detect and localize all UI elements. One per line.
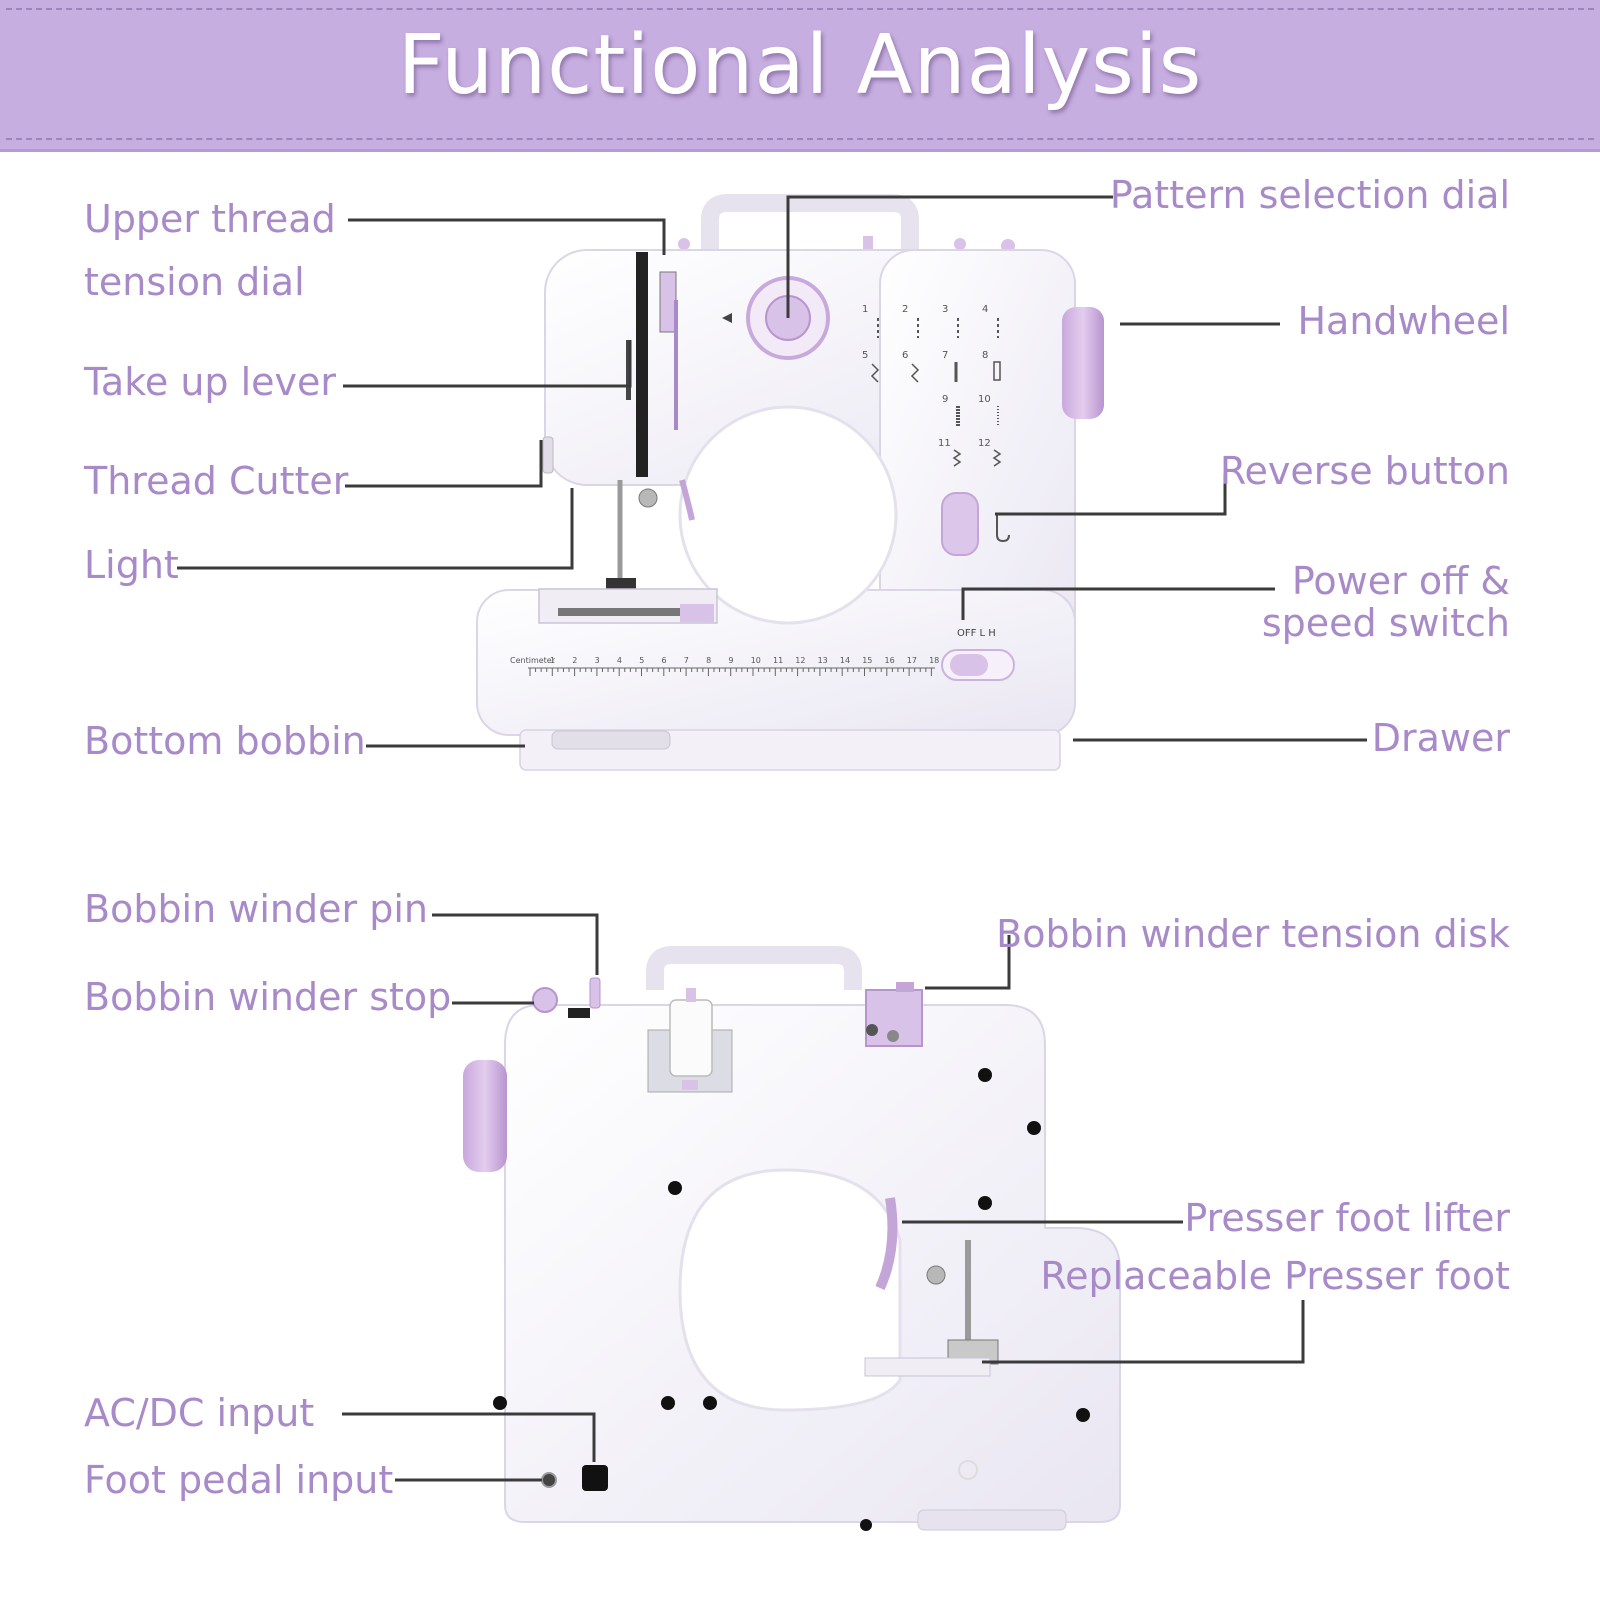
- ruler-number: 1: [550, 656, 555, 665]
- label-foot-pedal-input: Foot pedal input: [84, 1458, 394, 1502]
- label-light: Light: [84, 543, 179, 587]
- ac-dc-port: [582, 1465, 608, 1491]
- svg-text:2: 2: [902, 304, 908, 315]
- label-power-speed-switch: Power off & speed switch: [1261, 559, 1510, 645]
- machine-rear-view: [463, 946, 1121, 1531]
- thread-channel: [636, 252, 648, 477]
- label-take-up-lever: Take up lever: [84, 360, 337, 404]
- label-bobbin-winder-pin: Bobbin winder pin: [84, 887, 428, 931]
- foot-pedal-port: [541, 1472, 557, 1488]
- light: [542, 436, 554, 474]
- svg-text:7: 7: [942, 350, 948, 361]
- page-title: Functional Analysis: [397, 18, 1203, 113]
- svg-text:3: 3: [942, 304, 948, 315]
- reverse-button: [941, 492, 979, 556]
- label-bottom-bobbin: Bottom bobbin: [84, 719, 366, 763]
- label-drawer: Drawer: [1371, 716, 1510, 760]
- ruler-number: 4: [617, 656, 622, 665]
- label-power-speed-switch-line2: speed switch: [1261, 600, 1510, 645]
- handwheel: [1062, 307, 1104, 419]
- leader-ac-dc-input: [342, 1412, 596, 1462]
- label-upper-thread-tension-dial-line1: Upper thread: [84, 197, 336, 241]
- label-bobbin-winder-tension-disk: Bobbin winder tension disk: [996, 912, 1510, 956]
- ruler-number: 2: [572, 656, 577, 665]
- ruler-number: 15: [862, 656, 872, 665]
- leader-lines: [177, 195, 1367, 1482]
- leader-upper-thread-tension-dial: [348, 218, 666, 255]
- label-power-speed-switch-line1: Power off &: [1291, 559, 1510, 603]
- svg-text:9: 9: [942, 394, 948, 405]
- svg-text:4: 4: [982, 304, 988, 315]
- svg-text:12: 12: [978, 438, 991, 449]
- tension-dial: [659, 271, 677, 333]
- svg-text:10: 10: [978, 394, 991, 405]
- title-banner: Functional Analysis: [0, 0, 1600, 152]
- svg-text:8: 8: [982, 350, 988, 361]
- ruler-number: 5: [639, 656, 644, 665]
- bobbin-winder-stop: [532, 987, 558, 1013]
- label-upper-thread-tension-dial-line2: tension dial: [84, 260, 305, 304]
- leader-thread-cutter: [345, 440, 543, 488]
- screw-holes: [493, 1068, 1090, 1531]
- bobbin-cover: [551, 730, 671, 750]
- throat-opening-rear: [678, 1168, 902, 1412]
- label-pattern-selection-dial: Pattern selection dial: [1109, 173, 1510, 217]
- presser-foot: [606, 578, 636, 590]
- ruler-number: 8: [706, 656, 711, 665]
- svg-text:11: 11: [938, 438, 951, 449]
- ruler-number: 13: [818, 656, 828, 665]
- ruler-number: 7: [684, 656, 689, 665]
- ruler-number: 9: [728, 656, 733, 665]
- handwheel-rear: [463, 1060, 507, 1172]
- carry-handle-rear: [646, 946, 862, 990]
- bobbin-winder-pin: [589, 977, 601, 1009]
- bobbin-winder-tension-disk: [865, 989, 923, 1047]
- label-reverse-button: Reverse button: [1219, 449, 1510, 493]
- leader-power-speed-switch: [961, 587, 1275, 620]
- ruler-number: 3: [595, 656, 600, 665]
- spool-pin: [863, 236, 873, 256]
- svg-text:5: 5: [862, 350, 868, 361]
- thread-spool: [669, 999, 713, 1077]
- presser-foot-lifter: [875, 1197, 898, 1291]
- leader-light: [177, 488, 574, 570]
- ruler-number: 11: [773, 656, 783, 665]
- ruler-number: 12: [795, 656, 805, 665]
- leader-replaceable-presser-foot: [982, 1300, 1305, 1364]
- label-presser-foot-lifter: Presser foot lifter: [1184, 1196, 1510, 1240]
- ruler-number: 18: [929, 656, 939, 665]
- ruler-label: Centimeter: [510, 656, 556, 665]
- leader-reverse-button: [995, 474, 1227, 516]
- leader-pattern-selection-dial: [786, 195, 1113, 318]
- banner-stitch-top: [6, 8, 1594, 10]
- label-upper-thread-tension-dial: Upper thread tension dial: [84, 191, 336, 311]
- label-replaceable-presser-foot: Replaceable Presser foot: [1040, 1254, 1510, 1298]
- svg-text:1: 1: [862, 304, 868, 315]
- label-handwheel: Handwheel: [1297, 299, 1510, 343]
- ruler-number: 6: [662, 656, 667, 665]
- ruler-number: 17: [907, 656, 917, 665]
- leader-take-up-lever: [343, 340, 632, 388]
- svg-text:6: 6: [902, 350, 908, 361]
- label-ac-dc-input: AC/DC input: [84, 1391, 315, 1435]
- label-thread-cutter: Thread Cutter: [84, 459, 349, 503]
- leader-bobbin-winder-tension-disk: [925, 935, 1011, 990]
- ruler-number: 10: [751, 656, 761, 665]
- throat-opening: [678, 405, 898, 625]
- banner-stitch-bottom: [6, 138, 1594, 140]
- ruler-number: 14: [840, 656, 850, 665]
- ruler-number: 16: [885, 656, 895, 665]
- label-bobbin-winder-stop: Bobbin winder stop: [84, 975, 452, 1019]
- leader-bobbin-winder-pin: [432, 913, 599, 975]
- carry-handle: [701, 194, 919, 250]
- switch-markings: OFF L H: [957, 628, 996, 639]
